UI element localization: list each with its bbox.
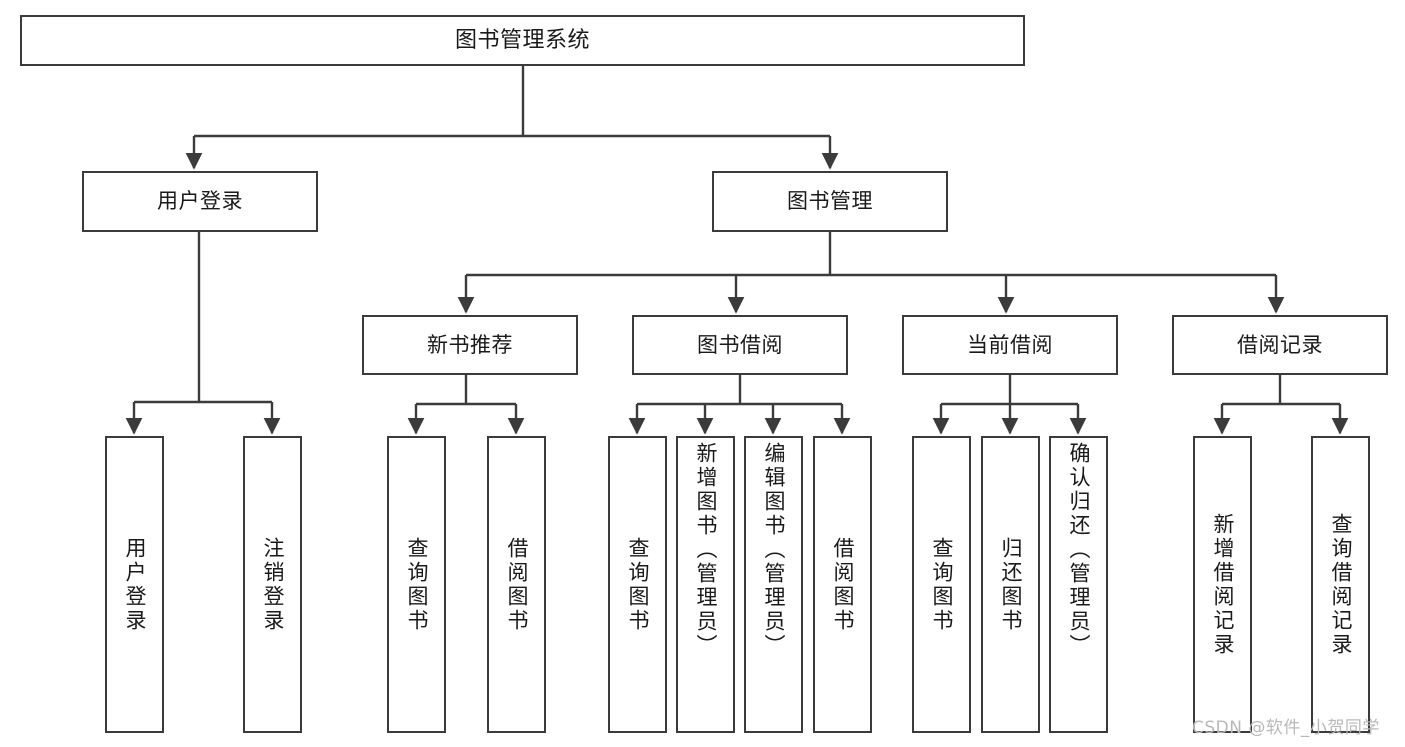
leaf-borrow-record-add-label: 新增借阅记录 [1211, 512, 1235, 657]
leaf-current-borrow-return-label: 归还图书 [999, 536, 1023, 633]
node-user-login-label: 用户登录 [157, 189, 243, 214]
node-borrow-record[interactable]: 借阅记录 [1172, 315, 1388, 375]
node-current-borrow-label: 当前借阅 [967, 332, 1053, 357]
leaf-book-borrow-add-label: 新增图书（管理员） [694, 442, 718, 658]
leaf-book-borrow-query[interactable]: 查询图书 [608, 436, 667, 733]
leaf-borrow-record-add[interactable]: 新增借阅记录 [1193, 436, 1252, 733]
leaf-book-borrow-edit[interactable]: 编辑图书（管理员） [744, 436, 803, 733]
leaf-book-borrow-borrow-label: 借阅图书 [831, 536, 855, 633]
node-book-management-label: 图书管理 [787, 189, 873, 214]
leaf-borrow-record-query[interactable]: 查询借阅记录 [1311, 436, 1370, 733]
leaf-book-borrow-edit-label: 编辑图书（管理员） [762, 442, 786, 658]
node-new-book-recommend[interactable]: 新书推荐 [362, 315, 578, 375]
node-current-borrow[interactable]: 当前借阅 [902, 315, 1118, 375]
leaf-current-borrow-return[interactable]: 归还图书 [981, 436, 1040, 733]
leaf-user-login-login[interactable]: 用户登录 [105, 436, 164, 733]
node-root-library-system[interactable]: 图书管理系统 [20, 15, 1025, 66]
leaf-new-book-query[interactable]: 查询图书 [387, 436, 446, 733]
leaf-user-login-login-label: 用户登录 [123, 536, 147, 633]
csdn-watermark: CSDN @软件_小贺同学 [1192, 718, 1380, 738]
leaf-user-login-logout-label: 注销登录 [261, 536, 285, 633]
node-borrow-record-label: 借阅记录 [1237, 332, 1323, 357]
leaf-current-borrow-query-label: 查询图书 [930, 536, 954, 633]
leaf-book-borrow-query-label: 查询图书 [626, 536, 650, 633]
leaf-book-borrow-add[interactable]: 新增图书（管理员） [676, 436, 735, 733]
node-book-borrow[interactable]: 图书借阅 [632, 315, 848, 375]
node-book-borrow-label: 图书借阅 [697, 332, 783, 357]
node-root-label: 图书管理系统 [454, 27, 590, 53]
node-user-login[interactable]: 用户登录 [82, 171, 318, 232]
leaf-new-book-query-label: 查询图书 [405, 536, 429, 633]
leaf-new-book-borrow-label: 借阅图书 [505, 536, 529, 633]
leaf-current-borrow-query[interactable]: 查询图书 [912, 436, 971, 733]
leaf-user-login-logout[interactable]: 注销登录 [243, 436, 302, 733]
leaf-current-borrow-confirm[interactable]: 确认归还（管理员） [1049, 436, 1108, 733]
node-book-management[interactable]: 图书管理 [712, 171, 948, 232]
leaf-current-borrow-confirm-label: 确认归还（管理员） [1067, 442, 1091, 658]
leaf-new-book-borrow[interactable]: 借阅图书 [487, 436, 546, 733]
leaf-borrow-record-query-label: 查询借阅记录 [1329, 512, 1353, 657]
node-new-book-recommend-label: 新书推荐 [427, 332, 513, 357]
leaf-book-borrow-borrow[interactable]: 借阅图书 [813, 436, 872, 733]
